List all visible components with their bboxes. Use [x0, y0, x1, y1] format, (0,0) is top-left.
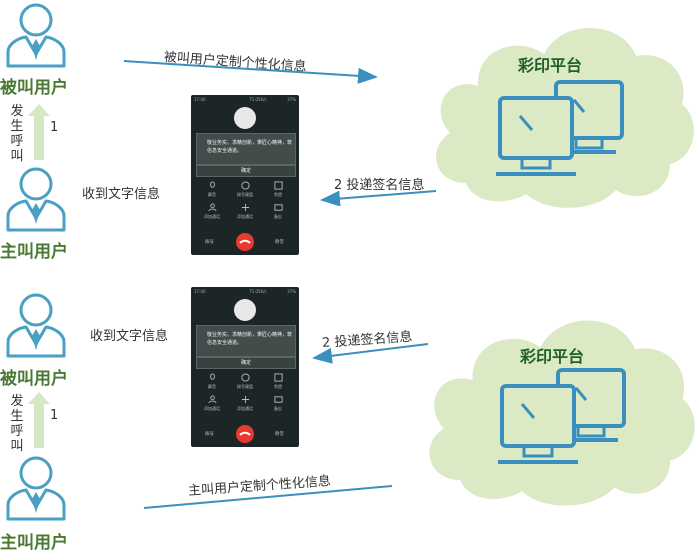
- arrow: [123, 60, 378, 84]
- monitor-icon: [498, 368, 626, 464]
- monitor-icon: [496, 80, 624, 176]
- user-icon: [6, 456, 66, 521]
- avatar: [234, 107, 256, 129]
- message-box: 敬业务实、求精创新，秉匠心精神，筑信息安全通道。: [196, 325, 296, 357]
- caller-label: 主叫用户: [0, 242, 68, 262]
- call-vertical-text: 发生呼叫: [10, 394, 24, 454]
- message-box: 敬业务实、求精创新，秉匠心精神，筑信息安全通道。: [196, 133, 296, 165]
- hangup-icon[interactable]: [236, 233, 254, 251]
- ok-button[interactable]: 确定: [196, 165, 296, 177]
- arrow: [143, 485, 393, 509]
- platform-title: 彩印平台: [520, 347, 585, 366]
- up-arrow: [28, 392, 50, 448]
- caller-label: 主叫用户: [0, 533, 68, 553]
- hangup-icon[interactable]: [236, 425, 254, 443]
- up-arrow: [28, 104, 50, 160]
- ok-button[interactable]: 确定: [196, 357, 296, 369]
- call-vertical-text: 发生呼叫: [10, 104, 24, 164]
- push-text: 2 投递签名信息: [334, 178, 425, 193]
- user-icon: [6, 3, 66, 68]
- received-text: 收到文字信息: [90, 329, 169, 344]
- platform-title: 彩印平台: [518, 56, 583, 75]
- callee-label: 被叫用户: [0, 78, 68, 98]
- callee-label: 被叫用户: [0, 369, 68, 389]
- received-text: 收到文字信息: [82, 187, 161, 202]
- call-step: 1: [50, 408, 59, 423]
- avatar: [234, 299, 256, 321]
- arrow: [312, 343, 429, 364]
- arrow: [320, 190, 437, 206]
- user-icon: [6, 293, 66, 358]
- user-icon: [6, 167, 66, 232]
- call-step: 1: [50, 120, 59, 135]
